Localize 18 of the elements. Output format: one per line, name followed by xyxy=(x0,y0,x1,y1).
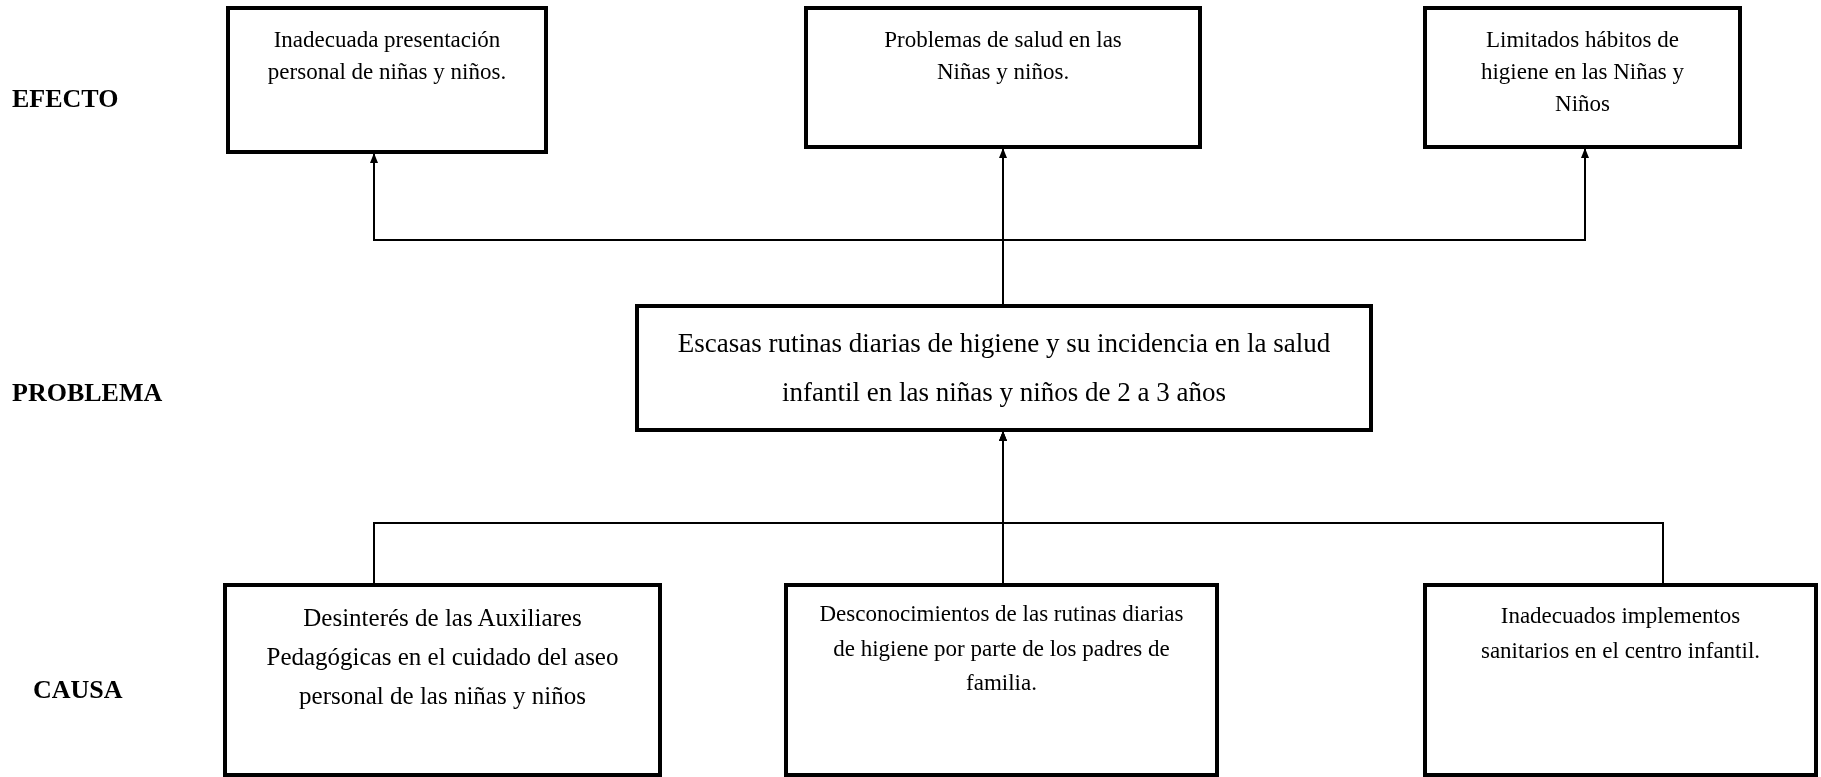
box-text: Problemas de salud en las Niñas y niños. xyxy=(883,26,1123,87)
box-text: Desconocimientos de las rutinas diarias de higiene por parte de los padres de familia. xyxy=(818,600,1185,697)
text-box xyxy=(784,583,1219,777)
text-box xyxy=(1423,583,1818,777)
row-label: EFECTO xyxy=(12,84,119,114)
text-box xyxy=(226,6,548,154)
text-box xyxy=(635,304,1373,432)
box-text: Inadecuados implementos sanitarios en el centro infantil. xyxy=(1479,602,1762,665)
row-label: CAUSA xyxy=(33,675,123,705)
box-text: Limitados hábitos de higiene en las Niñas y Niños xyxy=(1479,26,1686,119)
box-text: Escasas rutinas diarias de higiene y su incidencia en la salud infantil en las niñas y niños de 2 a 3 años xyxy=(676,327,1332,409)
text-box xyxy=(804,6,1202,149)
row-label: PROBLEMA xyxy=(12,378,163,408)
box-text: Inadecuada presentación personal de niñas y niños. xyxy=(266,26,508,87)
text-box xyxy=(1423,6,1742,149)
text-box xyxy=(223,583,662,777)
box-text: Desinterés de las Auxiliares Pedagógicas en el cuidado del aseo personal de las niñas y niños xyxy=(265,603,620,711)
arrow xyxy=(999,431,1664,584)
